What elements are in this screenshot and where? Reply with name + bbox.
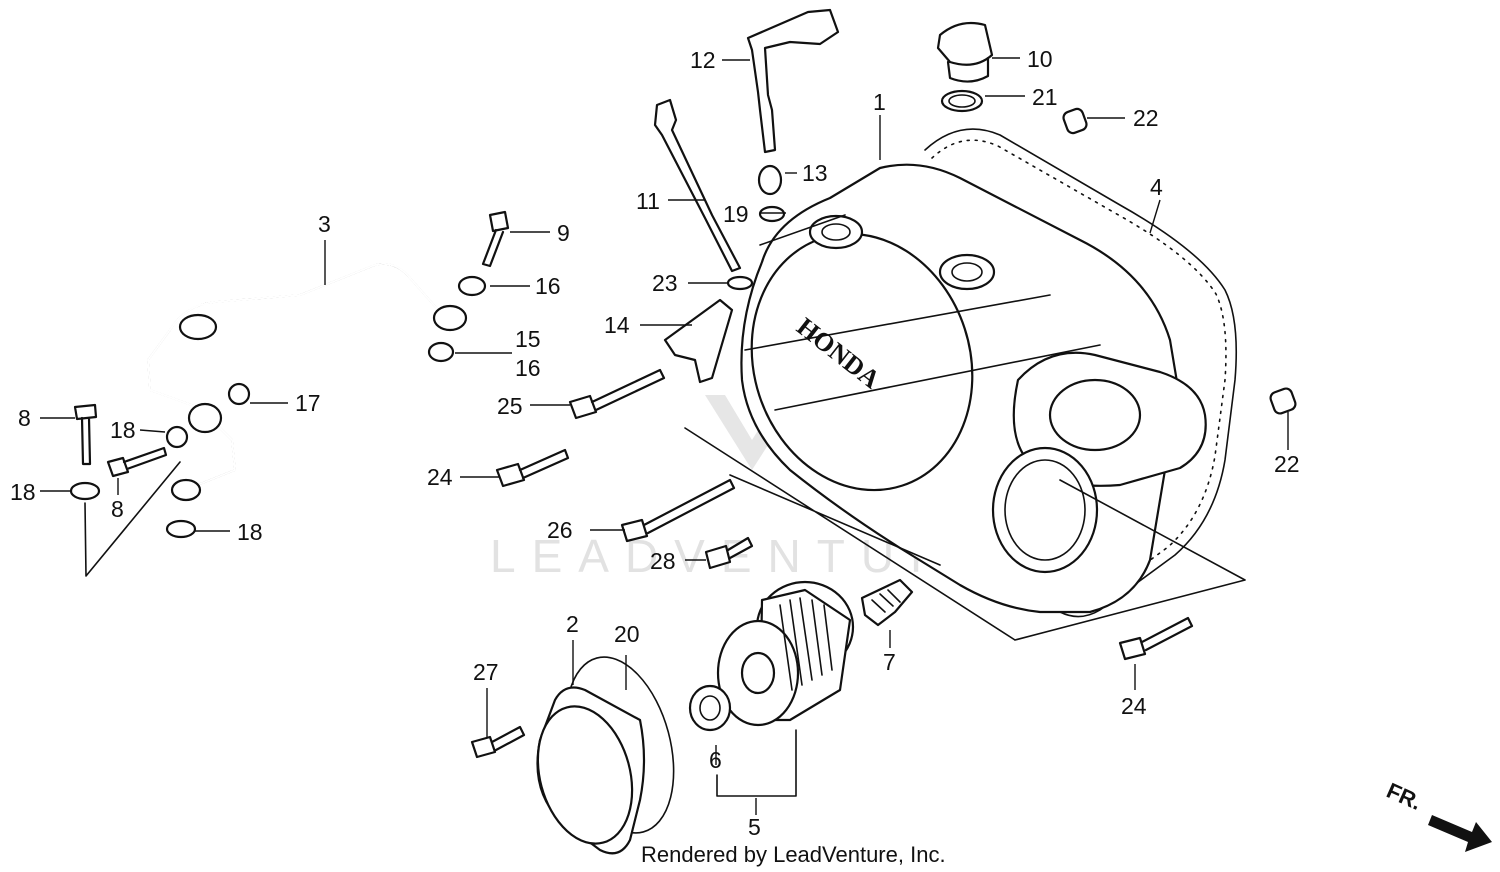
callout-6: 6 — [709, 747, 722, 773]
callout-10: 10 — [1027, 46, 1053, 72]
bolt-25 — [568, 368, 666, 420]
o-ring-23 — [726, 275, 754, 291]
bolt-28 — [704, 536, 754, 570]
washer-18b — [69, 481, 101, 501]
cover-port-boss — [938, 253, 996, 291]
callout-17: 17 — [295, 390, 321, 416]
front-indicator: FR. — [1383, 778, 1492, 852]
spring-7-coils — [871, 589, 901, 613]
callout-22-top: 22 — [1133, 105, 1159, 131]
callout-13: 13 — [802, 160, 828, 186]
bolt-26 — [620, 478, 736, 543]
callout-23: 23 — [652, 270, 678, 296]
callout-8-mid: 8 — [111, 496, 124, 522]
callout-8-left: 8 — [18, 405, 31, 431]
pipe-banjo-mid — [187, 402, 223, 434]
callout-24-right: 24 — [1121, 693, 1147, 719]
oil-pipe — [147, 263, 441, 489]
callout-18-upper: 18 — [110, 417, 136, 443]
callout-26: 26 — [547, 517, 573, 543]
dipstick — [653, 98, 742, 273]
callout-12: 12 — [690, 47, 716, 73]
callout-9: 9 — [557, 220, 570, 246]
bracket-5 — [716, 729, 797, 797]
spring-7 — [860, 578, 914, 627]
callout-16-upper: 16 — [535, 273, 561, 299]
washer-18c — [165, 519, 197, 539]
oil-fill-boss — [808, 214, 864, 250]
callout-2: 2 — [566, 611, 579, 637]
water-pump-impeller-cover — [1048, 378, 1142, 452]
callout-25: 25 — [497, 393, 523, 419]
bolt-9 — [481, 210, 510, 268]
dowel-22-right — [1269, 387, 1297, 415]
callout-24-left: 24 — [427, 464, 453, 490]
callout-27: 27 — [473, 659, 499, 685]
o-ring-21-inner — [948, 94, 976, 108]
bolt-8-mid — [106, 446, 168, 478]
washer-17 — [227, 382, 251, 406]
bracket-14 — [663, 298, 734, 384]
callout-18-lower: 18 — [237, 519, 263, 545]
render-credit: Rendered by LeadVenture, Inc. — [641, 842, 946, 867]
oil-filter-bore — [991, 446, 1099, 574]
callout-15: 15 — [515, 326, 541, 352]
cover-reference-lines — [684, 214, 1246, 641]
spring-6-inner — [699, 695, 721, 721]
oil-filter-pleats — [779, 597, 833, 691]
front-arrow-icon — [1428, 815, 1492, 852]
bolt-27 — [470, 725, 526, 759]
svg-text:FR.: FR. — [1383, 778, 1426, 815]
callout-5: 5 — [748, 814, 761, 840]
cover-port-hole — [951, 262, 983, 282]
callout-21: 21 — [1032, 84, 1058, 110]
callout-14: 14 — [604, 312, 630, 338]
spring-13 — [757, 164, 783, 196]
pipe-banjo-bottom — [170, 478, 202, 502]
callout-18-left: 18 — [10, 479, 36, 505]
bolt-24-right — [1118, 616, 1194, 661]
washer-19 — [758, 205, 786, 223]
oil-pipe-core — [146, 262, 441, 489]
gasket-inner — [931, 139, 1227, 601]
washer-15-16 — [427, 341, 455, 363]
washer-18a — [165, 425, 189, 449]
leader-lines — [40, 57, 1289, 815]
reference-v-lines — [84, 461, 181, 577]
oil-fill-cap — [936, 21, 994, 83]
callout-11: 11 — [636, 188, 660, 214]
callout-4: 4 — [1150, 174, 1163, 200]
callout-28: 28 — [650, 548, 676, 574]
callout-20: 20 — [614, 621, 640, 647]
oil-filter-bore-inner — [1004, 459, 1086, 561]
callout-1: 1 — [873, 89, 886, 115]
o-ring-21 — [940, 89, 984, 113]
oil-fill-boss-hole — [821, 223, 851, 241]
spring-6 — [688, 684, 732, 732]
pipe-clamp — [178, 313, 218, 341]
dowel-22-top — [1062, 107, 1088, 135]
callout-7: 7 — [883, 649, 896, 675]
callout-16-lower: 16 — [515, 355, 541, 381]
pipe-banjo-top — [432, 304, 468, 332]
callout-3: 3 — [318, 211, 331, 237]
callout-19: 19 — [723, 201, 749, 227]
washer-16a — [457, 275, 487, 297]
oil-filter-center — [740, 651, 776, 695]
sensor-12 — [746, 8, 840, 154]
bolt-24-left — [495, 448, 570, 488]
bolt-8-left — [73, 403, 98, 466]
callout-22-right: 22 — [1274, 451, 1300, 477]
oil-filter-cover-face — [536, 705, 634, 845]
